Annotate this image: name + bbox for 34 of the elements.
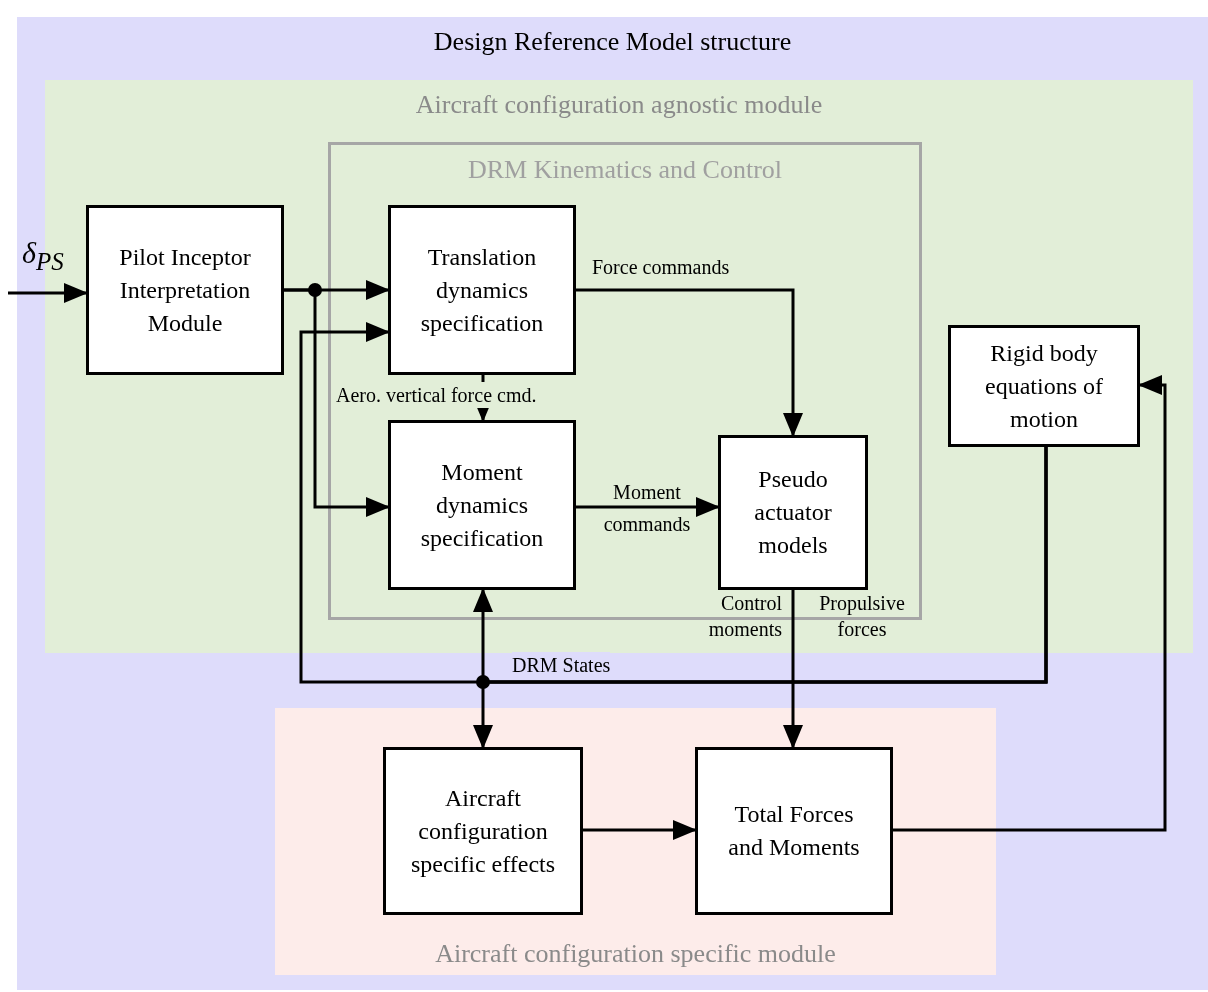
process-box <box>388 420 576 590</box>
module-title: DRM Kinematics and Control <box>467 155 783 185</box>
process-box <box>695 747 893 915</box>
process-box <box>86 205 284 375</box>
module-panel <box>275 708 996 975</box>
box-label: Moment dynamics specification <box>419 457 545 553</box>
outer-panel <box>17 17 1208 990</box>
process-box <box>383 747 583 915</box>
signal-label: Propulsive forces <box>818 591 906 642</box>
arrow <box>583 820 697 840</box>
box-label: Aircraft configuration specific effects <box>409 783 557 879</box>
edge-label: Moment commands <box>602 480 692 537</box>
edge-label: Aero. vertical force cmd. <box>336 382 537 408</box>
process-box <box>388 205 576 375</box>
arrow <box>284 288 390 517</box>
edge-label: δ$_{PS}$ <box>22 240 64 275</box>
arrow <box>576 497 720 517</box>
edge-label: Control moments <box>707 591 782 642</box>
arrow <box>783 590 803 749</box>
box-label: Pseudo actuator models <box>753 465 833 560</box>
arrow <box>576 288 803 437</box>
box-label: Translation dynamics specification <box>419 242 545 338</box>
group-frame <box>328 142 922 620</box>
arrow <box>473 447 1048 749</box>
arrow <box>8 283 88 303</box>
module-title: Aircraft configuration agnostic module <box>415 90 823 120</box>
module-title: Aircraft configuration specific module <box>435 939 836 969</box>
box-label: Rigid body equations of motion <box>984 338 1104 434</box>
box-label: Total Forces and Moments <box>727 800 861 862</box>
box-label: Pilot Inceptor Interpretation Module <box>118 242 252 338</box>
process-box <box>948 325 1140 447</box>
process-box <box>718 435 868 590</box>
arrow <box>893 375 1167 832</box>
module-title: Design Reference Model structure <box>433 27 792 57</box>
